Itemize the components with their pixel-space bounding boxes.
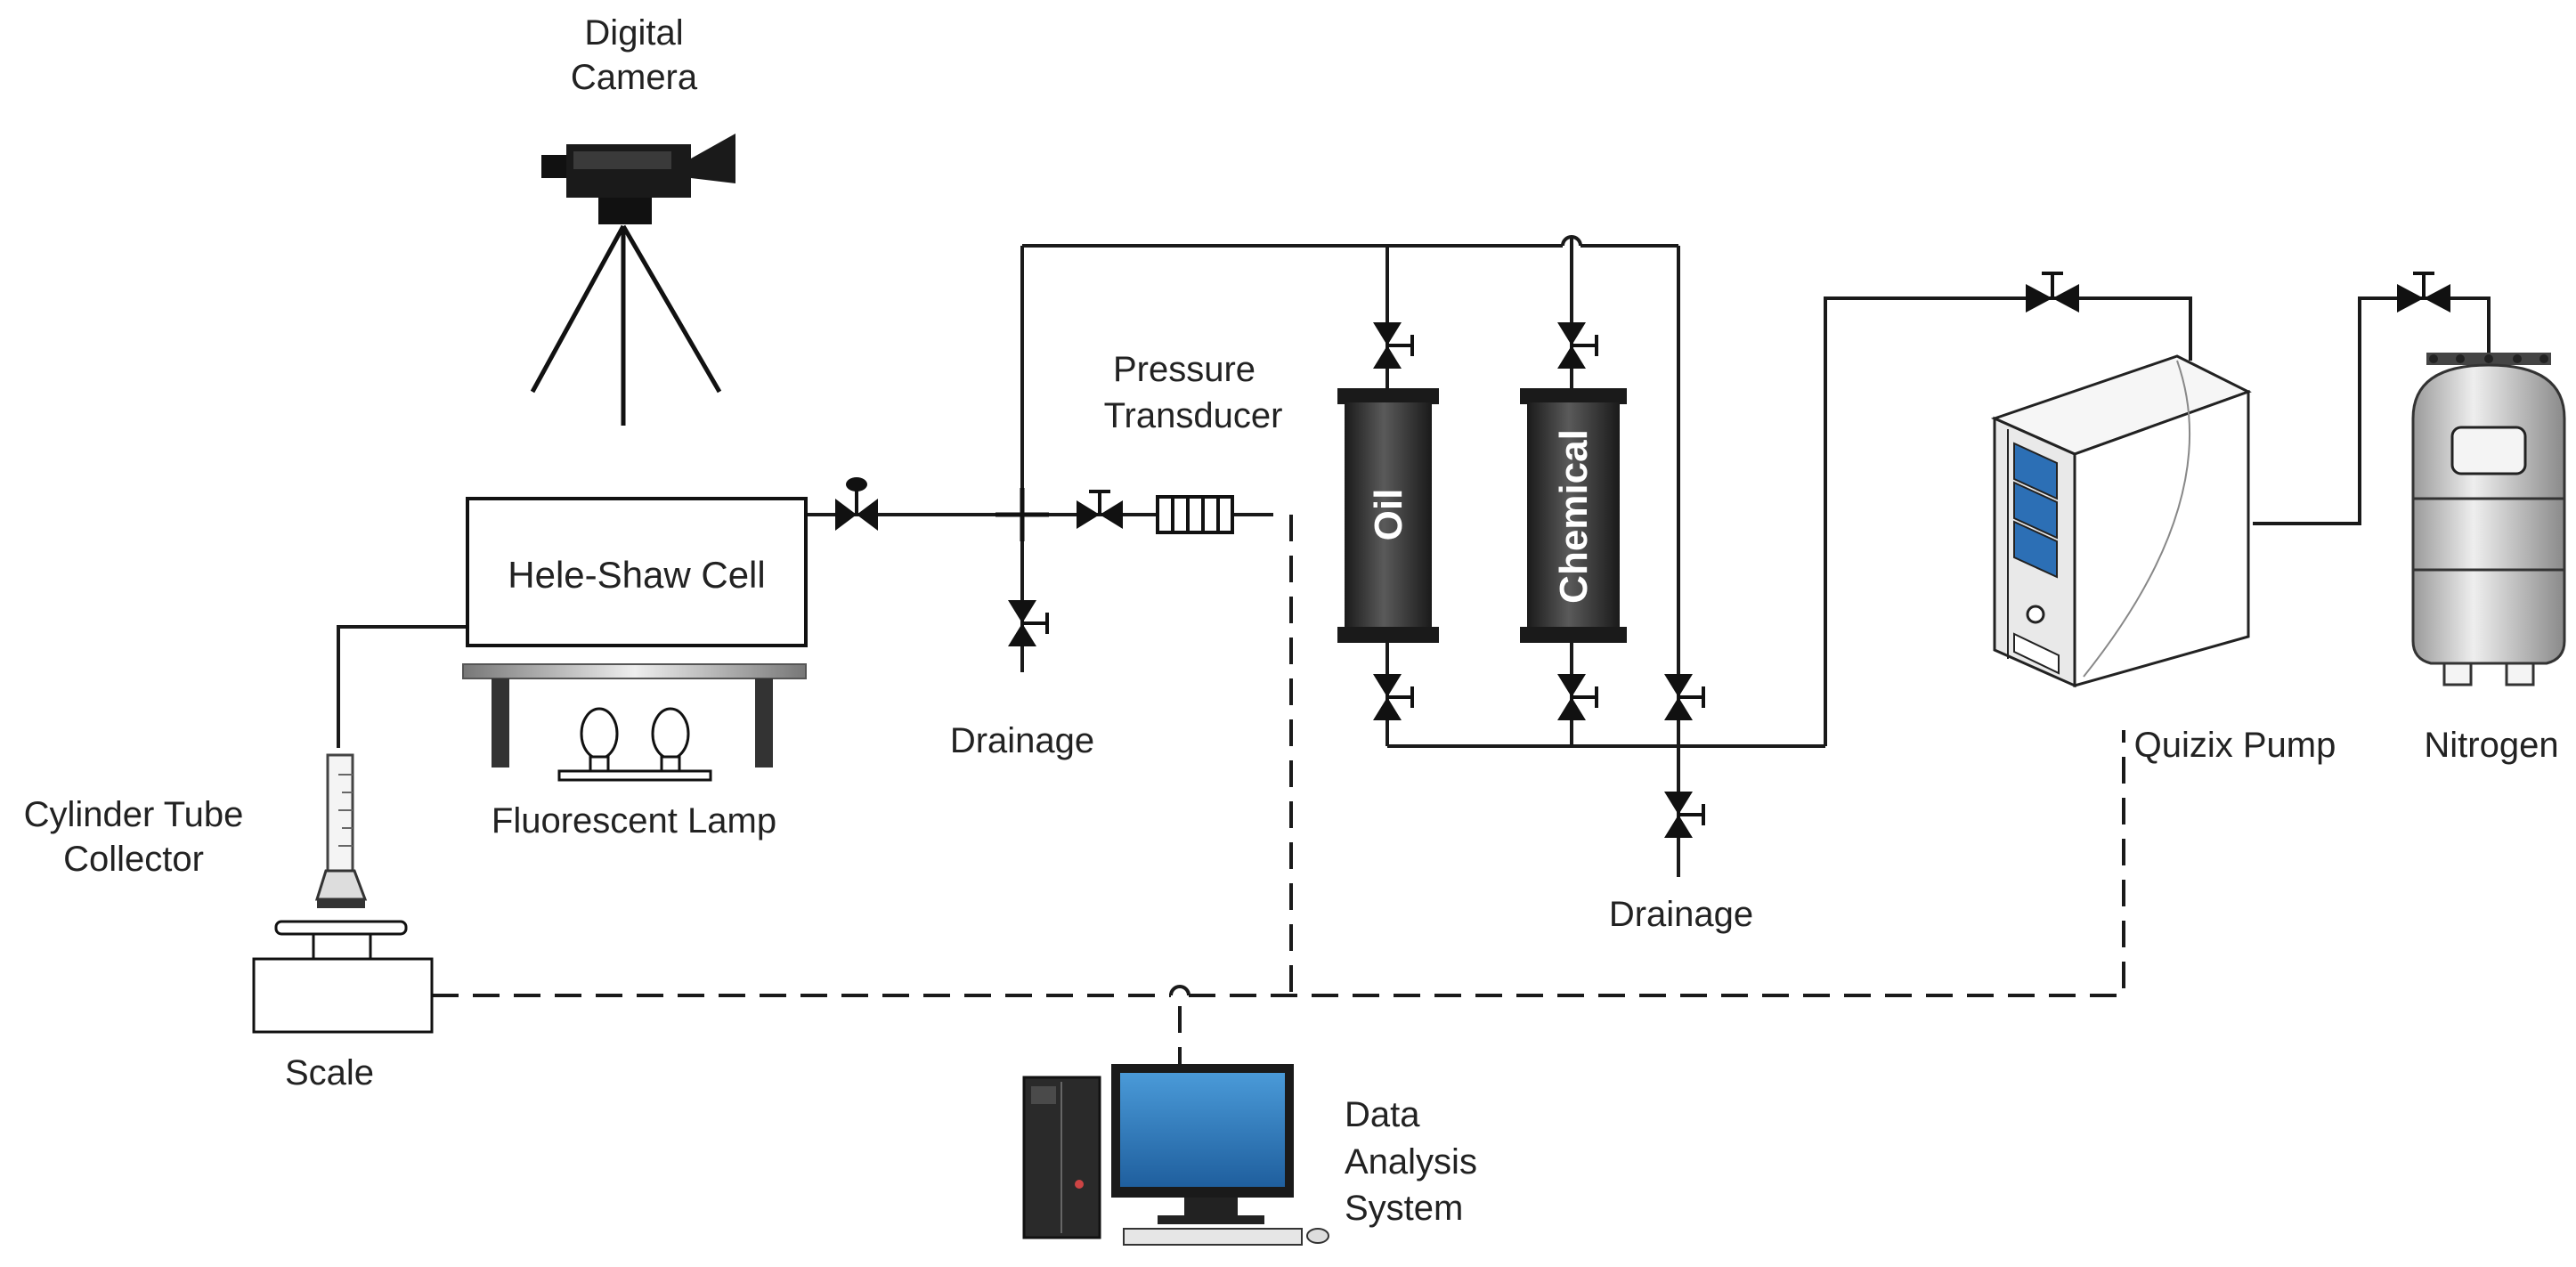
text-labels: Digital Camera Pressure Transducer Drain… (24, 13, 2559, 1228)
hele-shaw-label: Hele-Shaw Cell (508, 554, 765, 596)
valve-chemical-top[interactable] (1557, 322, 1598, 369)
valve-hele-shaw-outlet[interactable] (835, 477, 878, 531)
data-analysis-computer (1022, 1064, 1329, 1246)
quizix-pump (1990, 354, 2252, 688)
valve-chemical-bottom[interactable] (1557, 674, 1598, 720)
drainage-right-label: Drainage (1609, 895, 1753, 934)
data-label-line2: Analysis (1345, 1142, 1477, 1182)
valve-transducer-inlet[interactable] (1077, 490, 1123, 529)
pipe-network (337, 235, 2491, 877)
valve-drainage-right[interactable] (1664, 792, 1705, 838)
signal-lines (432, 515, 2125, 1064)
nitrogen-tank (2411, 353, 2566, 686)
chemical-label: Chemical (1552, 429, 1596, 604)
data-label-line3: System (1345, 1189, 1463, 1228)
oil-cylinder: Oil (1337, 388, 1439, 643)
fluorescent-lamp (462, 663, 807, 782)
cylinder-label-line2: Collector (63, 840, 204, 879)
data-label-line1: Data (1345, 1095, 1420, 1134)
valve-bypass[interactable] (1664, 674, 1705, 720)
quizix-pump-label: Quizix Pump (2134, 726, 2336, 765)
valve-drainage-left[interactable] (1008, 600, 1049, 646)
chemical-cylinder: Chemical (1520, 388, 1627, 643)
camera-label-line1: Digital (584, 13, 683, 53)
nitrogen-label: Nitrogen (2424, 726, 2558, 765)
pressure-transducer (1156, 495, 1234, 534)
valve-pump-line[interactable] (2026, 272, 2079, 313)
pressure-label-line2: Transducer (1104, 396, 1283, 435)
pressure-label-line1: Pressure (1113, 350, 1255, 389)
hele-shaw-cell: Hele-Shaw Cell (466, 497, 808, 647)
oil-label: Oil (1367, 489, 1410, 541)
scale-label: Scale (285, 1053, 374, 1092)
valve-oil-bottom[interactable] (1373, 674, 1414, 720)
cylinder-label-line1: Cylinder Tube (24, 795, 244, 834)
digital-camera (530, 134, 735, 426)
cylinder-tube-collector (314, 753, 368, 908)
cross-junction (995, 488, 1049, 541)
valve-oil-top[interactable] (1373, 322, 1414, 369)
scale-device (252, 920, 434, 1034)
camera-label-line2: Camera (571, 58, 698, 97)
valve-nitrogen-line[interactable] (2397, 272, 2450, 313)
drainage-left-label: Drainage (950, 721, 1094, 760)
fluorescent-lamp-label: Fluorescent Lamp (492, 801, 776, 841)
